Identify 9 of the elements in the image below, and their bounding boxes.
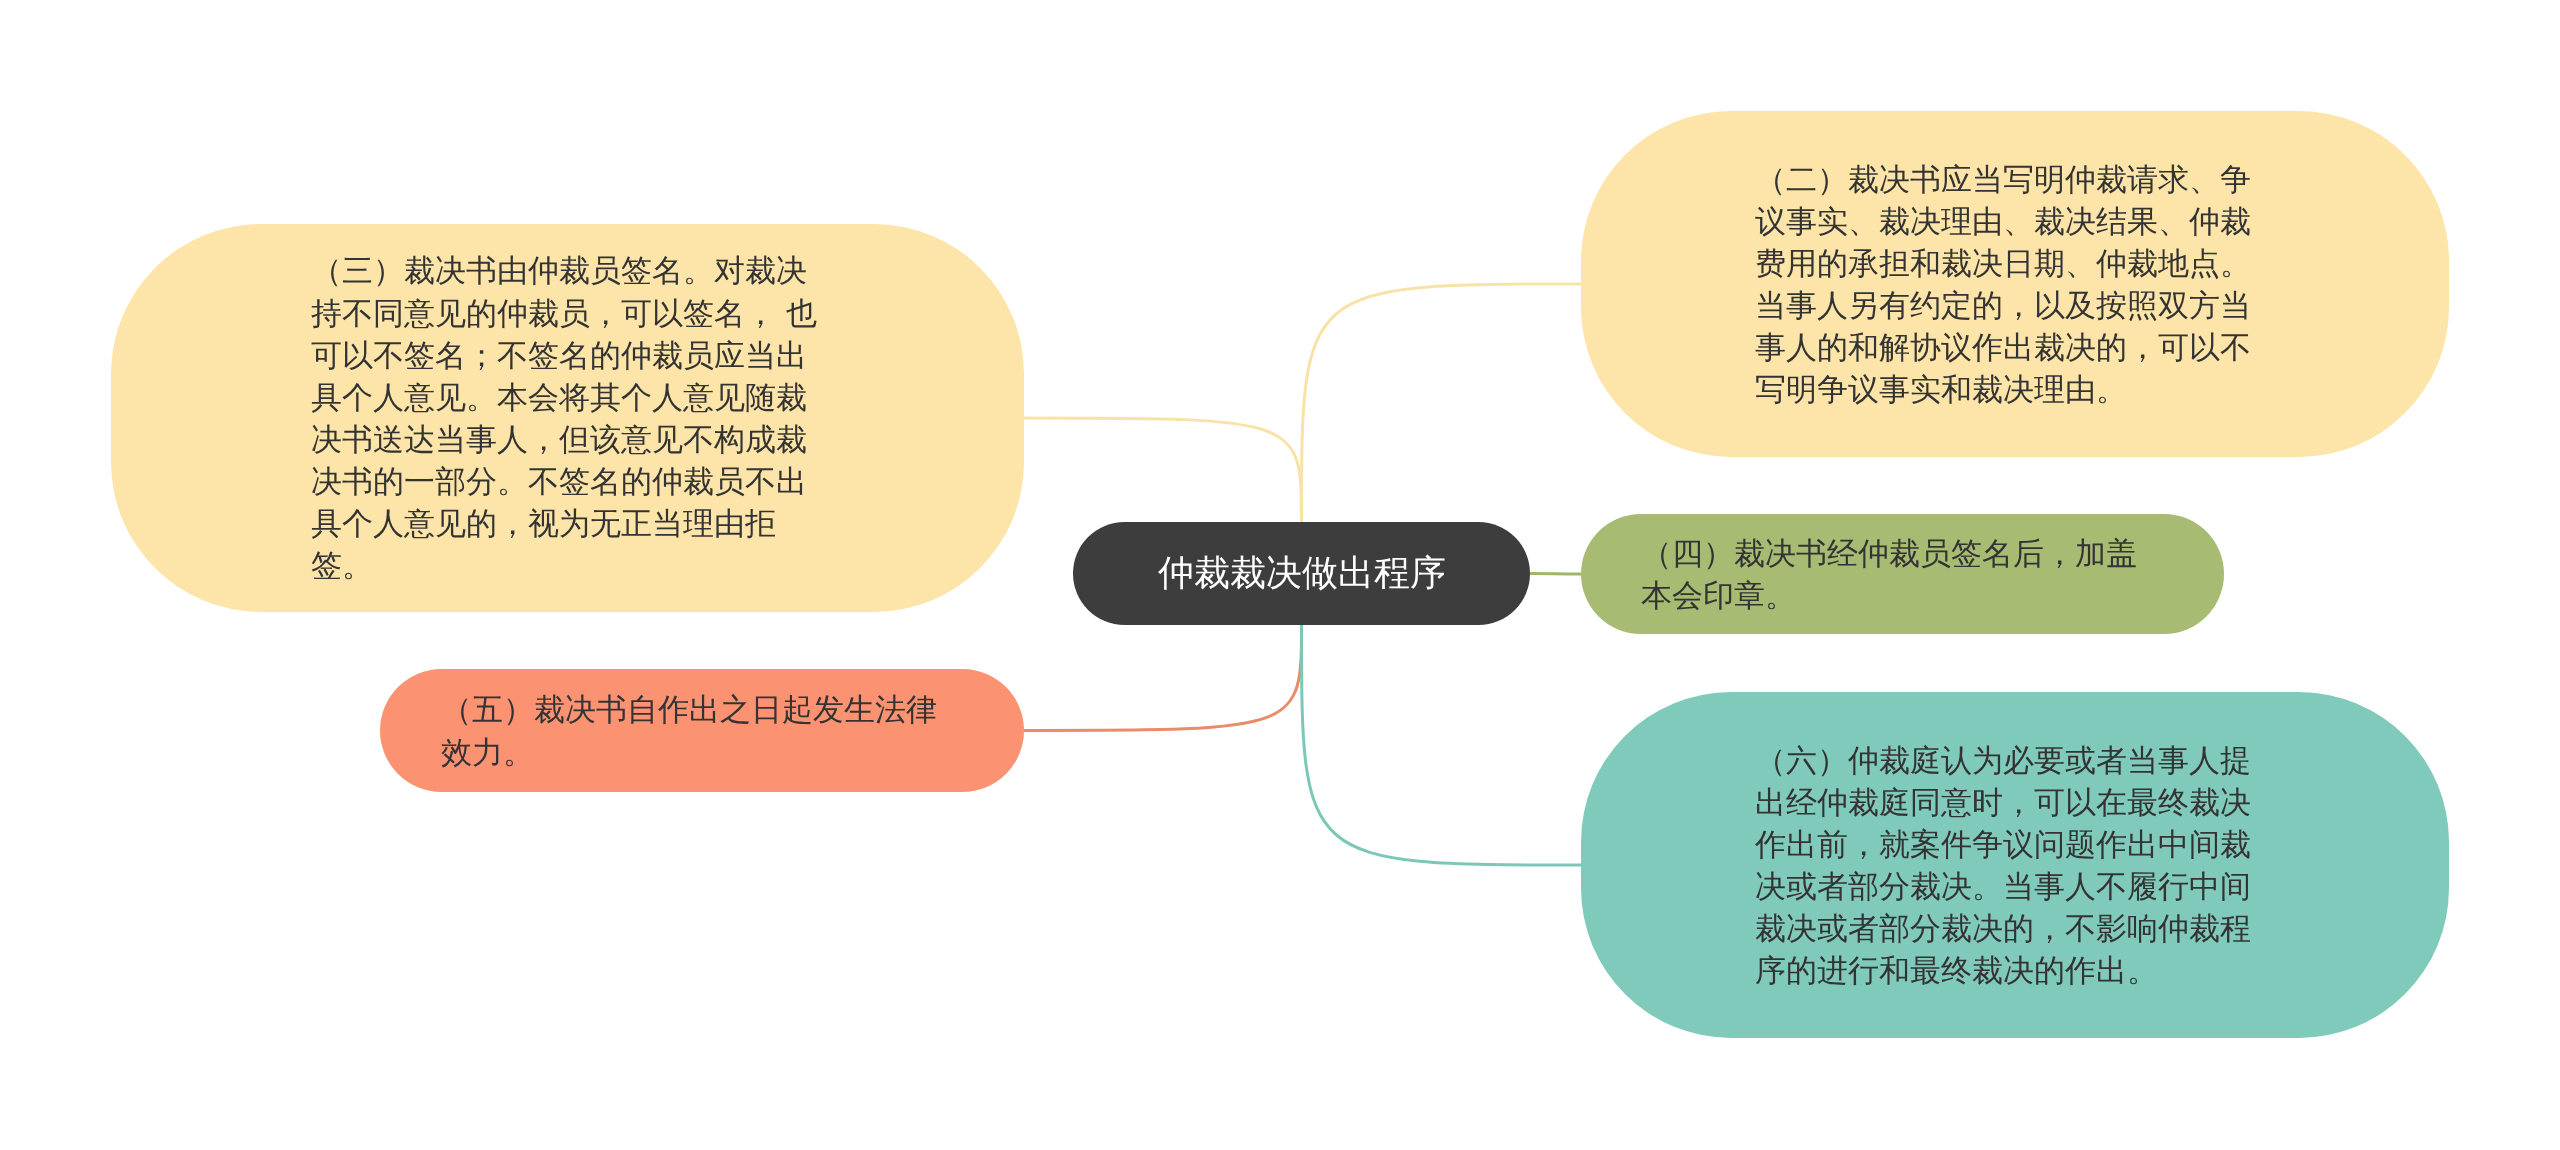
connector-line — [1300, 282, 1581, 522]
connector-line — [1530, 572, 1581, 576]
node-text: （六）仲裁庭认为必要或者当事人提出经仲裁庭同意时，可以在最终裁决作出前，就案件争议问题作出中间裁决或者部分裁决。当事人不履行中间裁决或者部分裁决的，不影响仲裁程序的进行和最终裁决的作出。 — [1755, 740, 2252, 991]
node-text: （四）裁决书经仲裁员签名后，加盖本会印章。 — [1641, 533, 2138, 615]
node-text: （三）裁决书由仲裁员签名。对裁决持不同意见的仲裁员，可以签名， 也可以不签名；不签名的仲裁员应当出具个人意见。本会将其个人意见随裁决书送达当事人，但该意见不构成裁决书的一部分。不签名的仲裁员不出具个人意见的，视为无正当理由拒签。 — [311, 251, 818, 586]
connector-line — [1300, 625, 1581, 867]
node-text: （五）裁决书自作出之日起发生法律效力。 — [441, 690, 938, 772]
node-text: 仲裁裁决做出程序 — [1156, 551, 1447, 595]
node-text: （二）裁决书应当写明仲裁请求、争议事实、裁决理由、裁决结果、仲裁费用的承担和裁决日期、仲裁地点。当事人另有约定的，以及按照双方当事人的和解协议作出裁决的，可以不写明争议事实和裁决理由。 — [1755, 159, 2252, 410]
